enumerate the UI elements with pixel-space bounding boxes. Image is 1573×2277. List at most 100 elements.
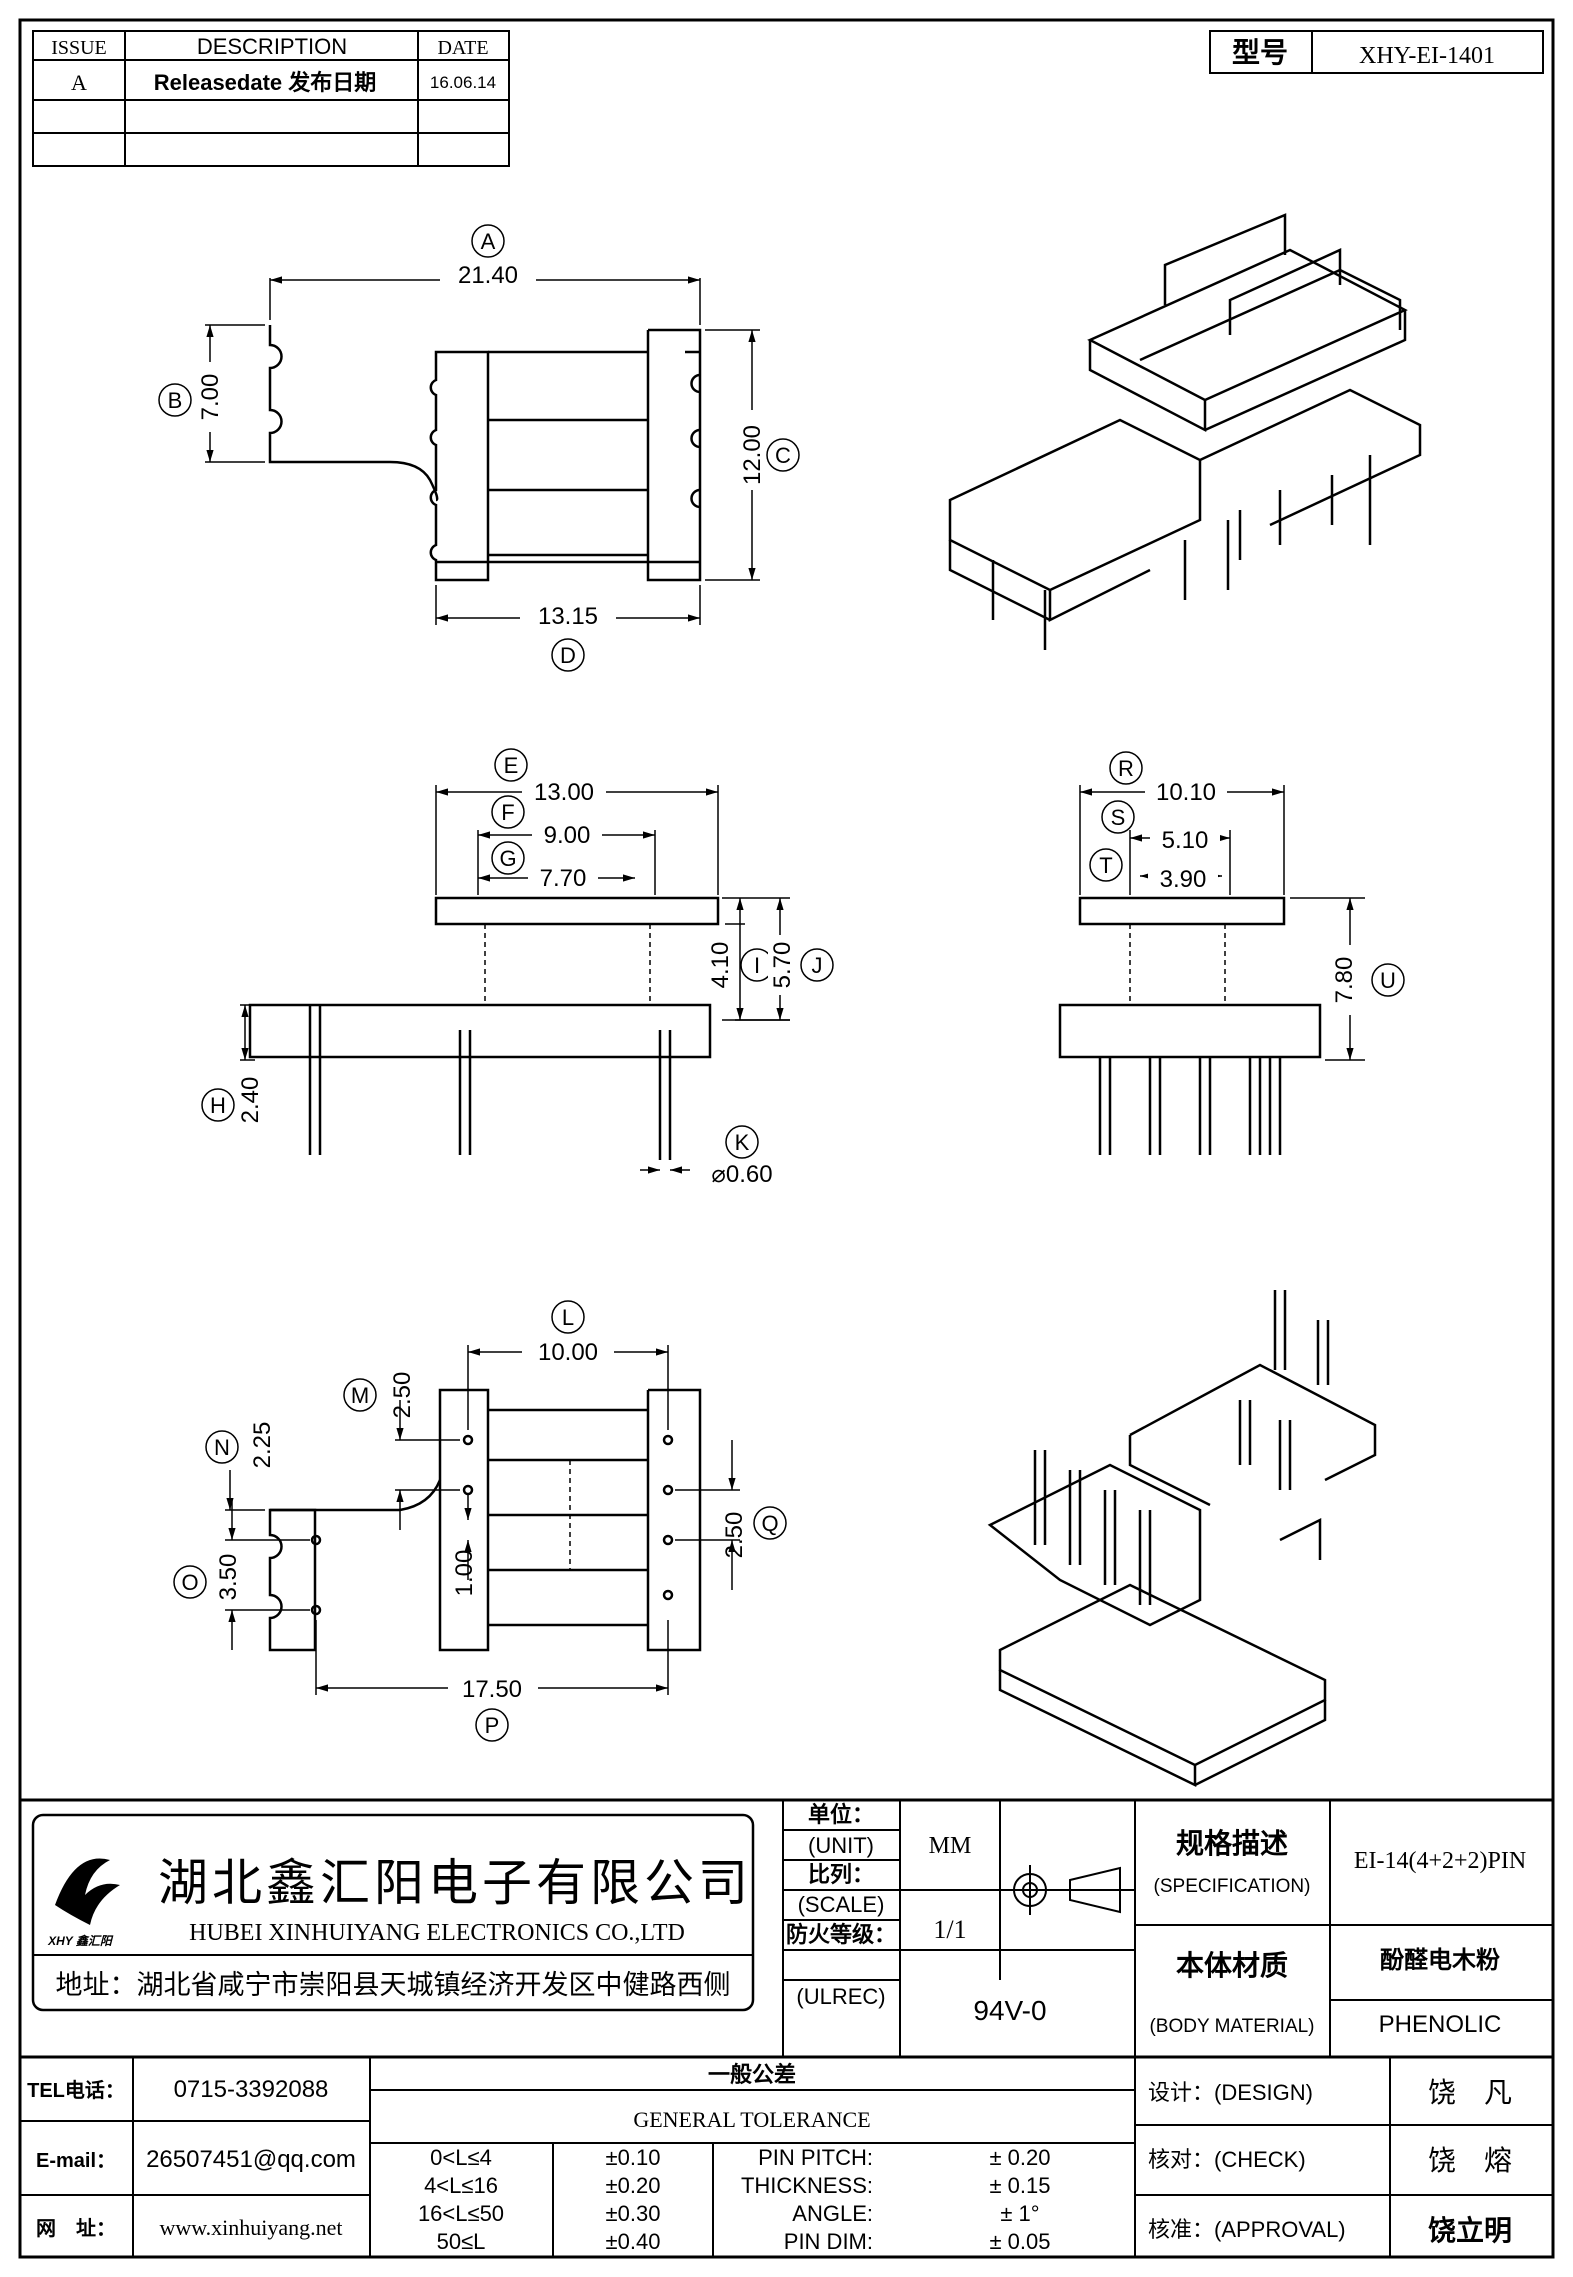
dim-P: 17.50 P bbox=[448, 1676, 538, 1742]
tel-label: TEL电话： bbox=[27, 2079, 125, 2102]
rev-header-date: DATE bbox=[437, 37, 488, 59]
dim-Q: 2.50 Q bbox=[721, 1506, 787, 1559]
web-value: www.xinhuiyang.net bbox=[159, 2215, 342, 2240]
dim-Q-value: 2.50 bbox=[721, 1512, 748, 1559]
tol-item-0: PIN PITCH: bbox=[758, 2145, 873, 2170]
tol-item-value-0: ± 0.20 bbox=[989, 2145, 1050, 2170]
tel-value: 0715-3392088 bbox=[174, 2076, 329, 2103]
dim-A-value: 21.40 bbox=[458, 262, 518, 289]
dim-D: 13.15 D bbox=[520, 602, 616, 672]
rev-row-date: 16.06.14 bbox=[430, 73, 496, 92]
tol-range-3: 50≤L bbox=[437, 2229, 486, 2254]
isometric-view-1 bbox=[948, 213, 1422, 650]
front-view-dims bbox=[240, 785, 790, 1174]
dim-O: O 3.50 bbox=[173, 1554, 242, 1601]
dim-J-value: 5.70 bbox=[769, 942, 796, 989]
model-box bbox=[1209, 30, 1544, 74]
dim-U: 7.80 U bbox=[1330, 945, 1405, 1015]
scale-value: 1/1 bbox=[933, 1915, 966, 1944]
material-cn: 酚醛电木粉 bbox=[1380, 1947, 1500, 1974]
fire-value: 94V-0 bbox=[973, 1995, 1046, 2026]
dim-C-value: 12.00 bbox=[739, 425, 766, 485]
dim-T: T 3.90 bbox=[1089, 848, 1218, 893]
company-logo: XHY 鑫汇阳 bbox=[47, 1858, 120, 1948]
dim-M-value: 2.50 bbox=[389, 1372, 416, 1419]
dim-I-value: 4.10 bbox=[707, 942, 734, 989]
tol-value-0: ±0.10 bbox=[606, 2145, 661, 2170]
dim-P-letter: P bbox=[485, 1713, 500, 1738]
dim-H-value: 2.40 bbox=[237, 1077, 264, 1124]
approval-name-check: 饶 熔 bbox=[1428, 2145, 1512, 2176]
dim-B-letter: B bbox=[168, 388, 183, 413]
dim-L: L 10.00 bbox=[522, 1300, 614, 1366]
side-view bbox=[1058, 896, 1322, 1155]
email-label: E-mail： bbox=[36, 2150, 116, 2172]
dim-N-letter: N bbox=[214, 1435, 230, 1460]
approval-label-design: 设计：(DESIGN) bbox=[1148, 2080, 1313, 2105]
dim-L-value: 10.00 bbox=[538, 1339, 598, 1366]
dim-G-letter: G bbox=[499, 846, 516, 871]
dim-T-letter: T bbox=[1099, 853, 1112, 878]
tol-range-1: 4<L≤16 bbox=[424, 2173, 498, 2198]
dim-D-value: 13.15 bbox=[538, 603, 598, 630]
dim-R-letter: R bbox=[1118, 756, 1134, 781]
dim-N-value: 2.25 bbox=[249, 1422, 276, 1469]
dim-S: S 5.10 bbox=[1101, 800, 1220, 854]
dim-A: A 21.40 bbox=[440, 224, 536, 289]
dim-U-value: 7.80 bbox=[1331, 957, 1358, 1004]
tol-item-value-3: ± 0.05 bbox=[989, 2229, 1050, 2254]
tol-value-3: ±0.40 bbox=[606, 2229, 661, 2254]
title-grid bbox=[782, 1800, 1553, 2057]
tol-value-1: ±0.20 bbox=[606, 2173, 661, 2198]
dim-O-letter: O bbox=[181, 1570, 198, 1595]
dim-E-letter: E bbox=[504, 753, 519, 778]
company-box bbox=[31, 1813, 755, 2012]
dim-M-letter: M bbox=[351, 1383, 369, 1408]
spec-value: EI-14(4+2+2)PIN bbox=[1354, 1848, 1526, 1874]
model-value: XHY-EI-1401 bbox=[1359, 43, 1495, 69]
dim-F: F 9.00 bbox=[491, 795, 602, 849]
company-name-en: HUBEI XINHUIYANG ELECTRONICS CO.,LTD bbox=[189, 1920, 685, 1946]
unit-label: 单位： bbox=[808, 1802, 874, 1827]
dim-T-value: 3.90 bbox=[1160, 866, 1207, 893]
scale-label: 比列： bbox=[808, 1862, 874, 1887]
tol-item-value-1: ± 0.15 bbox=[989, 2173, 1050, 2198]
dim-R: R 10.10 bbox=[1109, 751, 1227, 806]
tolerance-title-cn: 一般公差 bbox=[708, 2062, 796, 2087]
dim-F-letter: F bbox=[501, 800, 514, 825]
approval-label-approval: 核准：(APPROVAL) bbox=[1148, 2217, 1346, 2242]
tol-range-0: 0<L≤4 bbox=[430, 2145, 492, 2170]
tol-range-2: 16<L≤50 bbox=[418, 2201, 504, 2226]
company-address: 地址：湖北省咸宁市崇阳县天城镇经济开发区中健路西侧 bbox=[56, 1970, 731, 2000]
dim-pin-spacing: 1.00 bbox=[451, 1550, 478, 1597]
dim-G: G 7.70 bbox=[491, 841, 598, 892]
approval-label-check: 核对：(CHECK) bbox=[1148, 2147, 1306, 2172]
dim-J-letter: J bbox=[812, 953, 823, 978]
bottom-view bbox=[268, 1388, 702, 1652]
rev-row-description: Releasedate 发布日期 bbox=[154, 70, 377, 95]
dim-K-letter: K bbox=[735, 1130, 750, 1155]
rev-header-issue: ISSUE bbox=[51, 37, 107, 59]
dim-L-letter: L bbox=[562, 1305, 574, 1330]
projection-symbol-icon bbox=[1005, 1865, 1121, 1915]
material-en: PHENOLIC bbox=[1379, 2011, 1502, 2038]
approval-name-design: 饶 凡 bbox=[1428, 2077, 1512, 2108]
dim-S-value: 5.10 bbox=[1162, 827, 1209, 854]
fire-label-en: (ULREC) bbox=[796, 1984, 885, 2009]
dim-K: K ⌀0.60 bbox=[711, 1125, 773, 1188]
dim-Q-letter: Q bbox=[761, 1511, 778, 1536]
scale-label-en: (SCALE) bbox=[798, 1892, 885, 1917]
dim-F-value: 9.00 bbox=[544, 822, 591, 849]
dim-O-value: 3.50 bbox=[215, 1554, 242, 1601]
company-name-cn: 湖北鑫汇阳电子有限公司 bbox=[158, 1855, 752, 1911]
unit-label-en: (UNIT) bbox=[808, 1833, 874, 1858]
dim-E-value: 13.00 bbox=[534, 779, 594, 806]
dim-S-letter: S bbox=[1111, 805, 1126, 830]
tol-item-value-2: ± 1° bbox=[1000, 2201, 1039, 2226]
sheet-border bbox=[18, 18, 1555, 2259]
unit-value: MM bbox=[929, 1833, 972, 1859]
bottom-view-dims bbox=[225, 1345, 740, 1695]
tol-item-3: PIN DIM: bbox=[784, 2229, 873, 2254]
material-label-en: (BODY MATERIAL) bbox=[1149, 2016, 1314, 2037]
